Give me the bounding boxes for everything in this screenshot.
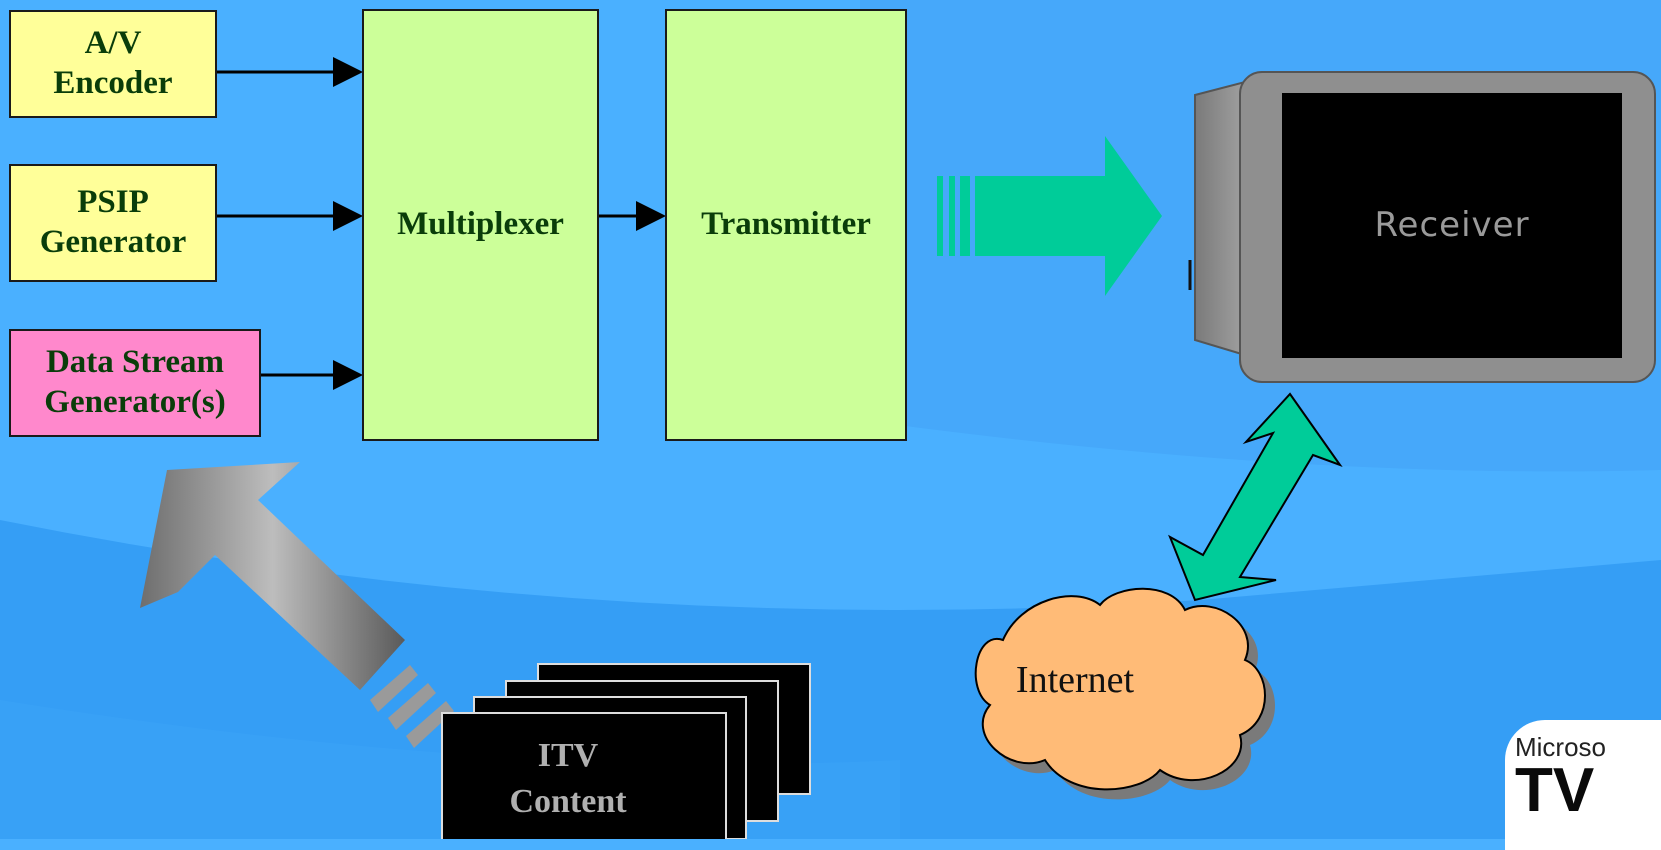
tv-receiver xyxy=(1188,71,1656,383)
brand-company-text: Microso xyxy=(1515,732,1607,762)
av-encoder-box: A/V Encoder xyxy=(9,10,217,118)
brand-product-text: TV xyxy=(1515,756,1595,825)
internet-label: Internet xyxy=(1015,659,1135,701)
psip-generator-box: PSIP Generator xyxy=(9,164,217,282)
itv-content-stack xyxy=(441,663,811,839)
broadcast-arrow xyxy=(937,136,1162,296)
itv-content-label: ITV Content xyxy=(509,737,627,820)
transmitter-box: Transmitter xyxy=(665,9,907,441)
data-stream-generator-box: Data Stream Generator(s) xyxy=(9,329,261,437)
receiver-label: Receiver xyxy=(1374,205,1530,245)
internet-cloud xyxy=(974,587,1275,800)
brand-logo-panel xyxy=(1505,720,1661,850)
internet-link-arrow xyxy=(1168,392,1343,602)
multiplexer-box: Multiplexer xyxy=(362,9,599,441)
